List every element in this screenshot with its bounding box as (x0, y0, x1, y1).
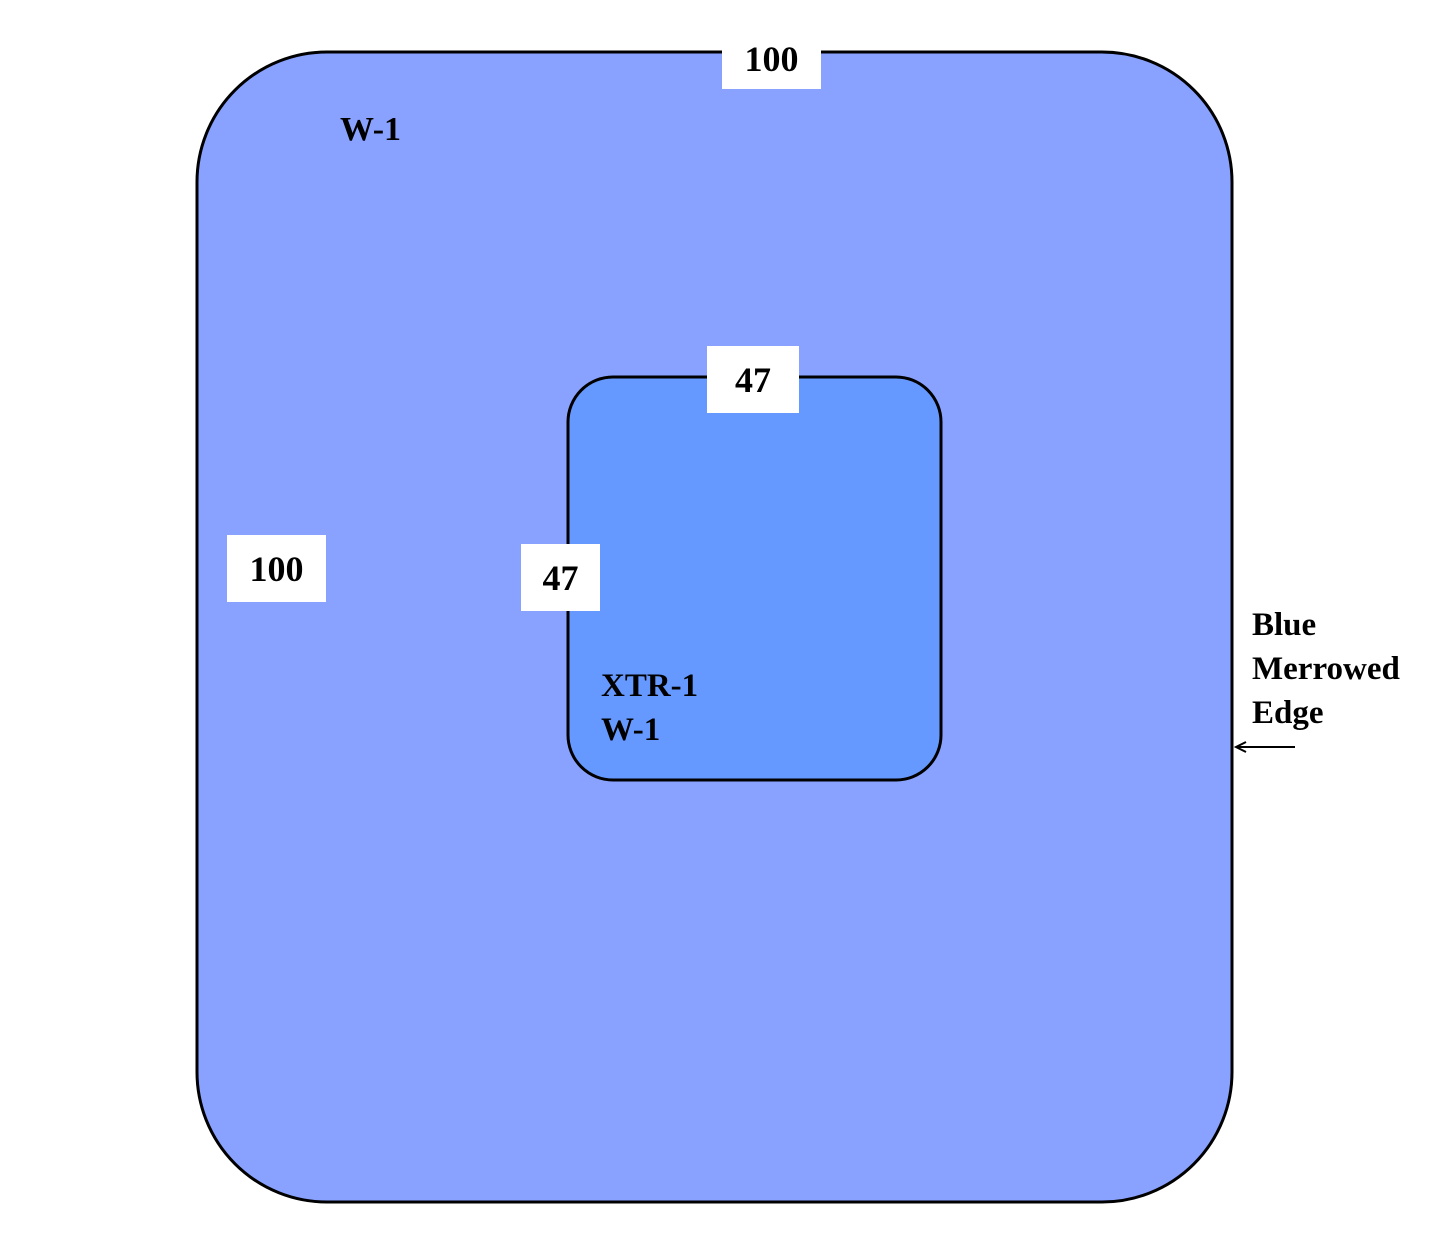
outer-width-dimension: 100 (722, 28, 821, 89)
inner-height-dimension: 47 (521, 544, 600, 611)
outer-height-dimension: 100 (227, 535, 326, 602)
outer-panel-label: W-1 (340, 111, 402, 148)
arrow-icon (1233, 741, 1295, 753)
callout-line: Edge (1252, 695, 1324, 731)
callout-label: Blue Merrowed Edge (1252, 603, 1400, 735)
callout-line: Blue (1252, 607, 1317, 643)
inner-label-line: XTR-1 (601, 668, 699, 704)
inner-label-line: W-1 (601, 712, 661, 748)
inner-width-dimension: 47 (707, 346, 799, 413)
inner-panel-label: XTR-1 W-1 (601, 664, 698, 752)
callout-line: Merrowed (1252, 651, 1400, 687)
